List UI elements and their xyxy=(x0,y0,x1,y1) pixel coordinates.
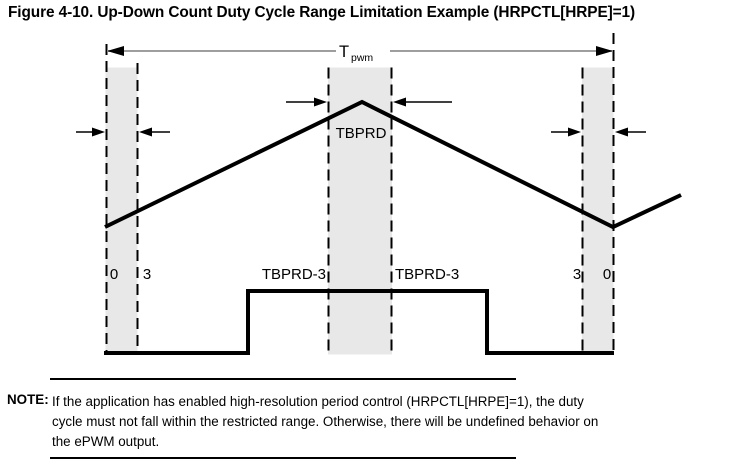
range-pointer-arrowhead-icon xyxy=(615,127,628,137)
range-pointer-arrowhead-icon xyxy=(139,127,152,137)
counter-value-label: TBPRD-3 xyxy=(262,266,326,283)
figure-title: Figure 4-10. Up-Down Count Duty Cycle Ra… xyxy=(8,4,636,21)
counter-value-label: TBPRD-3 xyxy=(395,266,459,283)
counter-value-label: 0 xyxy=(110,266,118,283)
counter-value-label: 3 xyxy=(143,266,151,283)
note-line: If the application has enabled high-reso… xyxy=(52,394,584,409)
note-heading: NOTE: xyxy=(7,392,49,407)
tpwm-label-subscript: pwm xyxy=(351,52,373,64)
note-line: cycle must not fall within the restricte… xyxy=(52,414,599,429)
counter-value-label: 3 xyxy=(573,266,581,283)
tpwm-label-background xyxy=(336,39,390,63)
left-arrowhead-icon xyxy=(107,46,124,56)
range-pointer-arrowhead-icon xyxy=(314,97,327,107)
note-top-rule xyxy=(50,378,516,380)
tpwm-label: T xyxy=(339,43,349,61)
restricted-range-band xyxy=(582,67,614,355)
up-down-counter-waveform xyxy=(104,99,682,230)
range-pointer-arrowhead-icon xyxy=(568,127,581,137)
right-arrowhead-icon xyxy=(596,46,613,56)
range-pointer-arrowhead-icon xyxy=(92,127,105,137)
restricted-range-band xyxy=(105,67,138,355)
note-body: If the application has enabled high-reso… xyxy=(52,392,599,452)
note-bottom-rule xyxy=(50,457,516,459)
counter-value-label: 0 xyxy=(603,266,611,283)
range-pointer-arrowhead-icon xyxy=(393,97,406,107)
note-line: the ePWM output. xyxy=(52,434,160,449)
counter-value-label: TBPRD xyxy=(336,125,387,142)
pwm-output-waveform xyxy=(104,289,614,355)
